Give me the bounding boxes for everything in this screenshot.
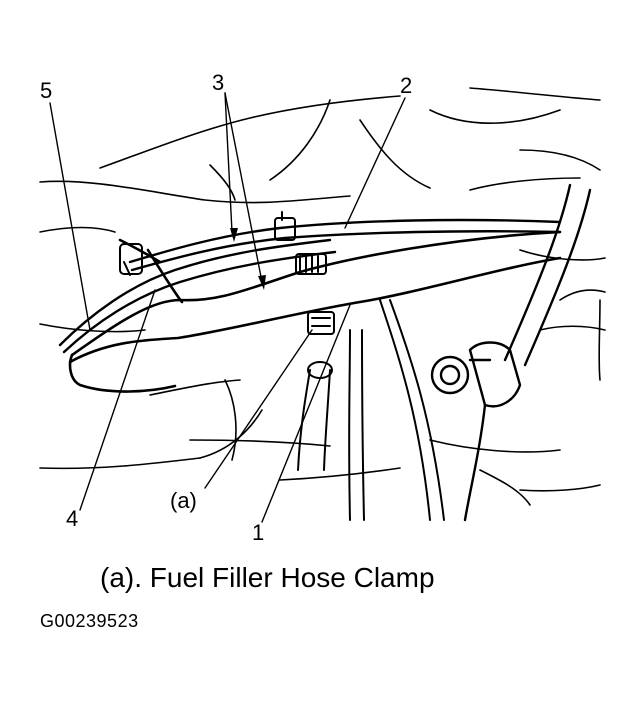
callout-1: 1 [252,520,265,545]
callout-a: (a) [170,488,197,513]
callout-4: 4 [66,506,79,531]
fuel-filler-hose-clamp-icon [307,311,335,335]
figure-caption: (a). Fuel Filler Hose Clamp [100,562,435,593]
leader-arrowheads [230,228,266,290]
right-fitting [430,183,592,522]
leader-2 [344,97,406,229]
callout-5: 5 [40,78,53,103]
leader-5 [49,102,91,331]
leader-3b [224,92,263,283]
hose-clamp-icon [295,253,327,275]
bracket-clamp-icon [119,243,143,275]
hose-clamps [119,211,335,335]
leader-3a [224,92,233,233]
leader-lines [49,92,406,523]
callout-2: 2 [400,73,413,98]
leader-a [204,329,313,489]
figure-id: G00239523 [40,611,139,631]
leader-4 [79,289,156,511]
body-panel-contours [39,87,606,506]
line-clamp-icon [274,217,296,241]
callout-3: 3 [212,70,225,95]
filler-hose [68,230,562,393]
leader-1 [261,304,351,523]
